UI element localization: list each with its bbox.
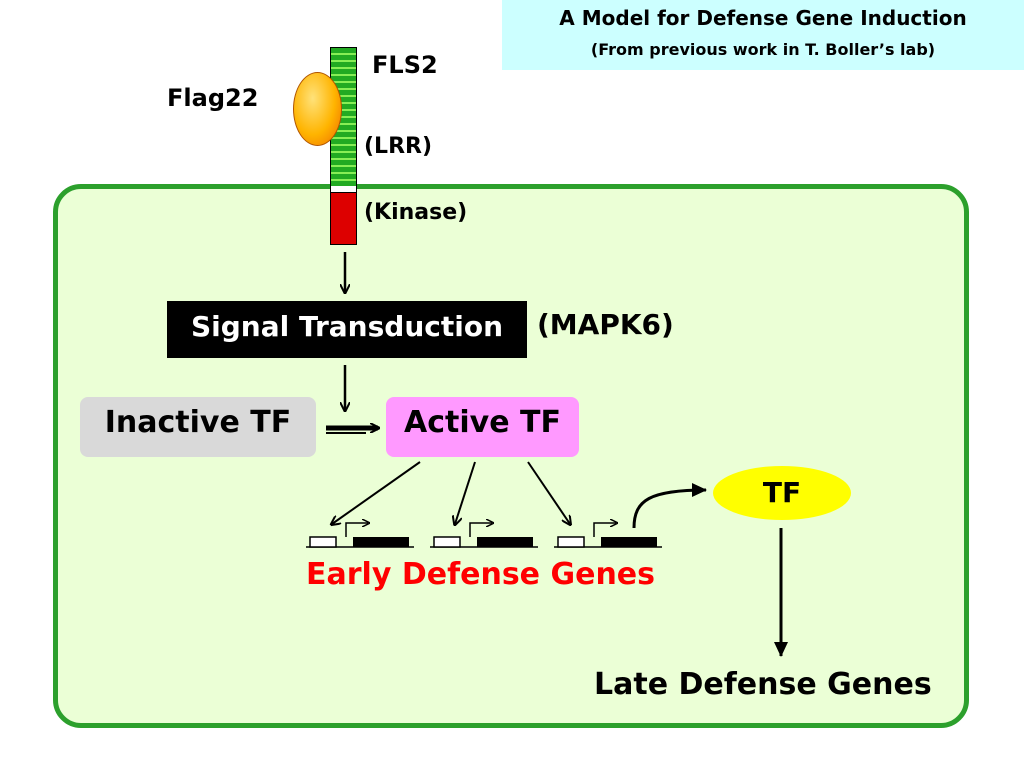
arrow-active-to-gene-2 (455, 461, 476, 524)
fls2-kinase-domain (330, 192, 357, 245)
arrow-active-to-gene-3 (527, 461, 570, 524)
diagram-title: A Model for Defense Gene Induction (559, 6, 967, 30)
active-tf-box: Active TF (386, 397, 579, 457)
flag22-label: Flag22 (167, 84, 259, 112)
active-tf-label: Active TF (404, 405, 561, 440)
tf-product-label: TF (762, 476, 802, 509)
kinase-label: (Kinase) (364, 200, 468, 225)
tf-product-oval: TF (713, 466, 851, 520)
flag22-ligand (293, 72, 342, 146)
arrow-gene-to-tf (632, 483, 707, 529)
fls2-label: FLS2 (372, 51, 438, 79)
inactive-tf-label: Inactive TF (104, 405, 292, 440)
membrane-gap (330, 186, 357, 192)
signal-transduction-label: Signal Transduction (190, 310, 504, 343)
early-gene-1 (306, 523, 414, 548)
early-defense-genes-label: Early Defense Genes (306, 557, 655, 592)
signal-transduction-box: Signal Transduction (167, 301, 527, 358)
title-box: A Model for Defense Gene Induction (From… (502, 0, 1024, 70)
diagram-subtitle: (From previous work in T. Boller’s lab) (590, 40, 936, 59)
lrr-label: (LRR) (364, 134, 433, 159)
arrow-active-to-gene-1 (332, 461, 421, 524)
inactive-tf-box: Inactive TF (80, 397, 316, 457)
mapk6-label: (MAPK6) (537, 308, 674, 341)
early-gene-2 (430, 523, 538, 548)
early-gene-3 (554, 523, 662, 548)
late-defense-genes-label: Late Defense Genes (594, 667, 932, 702)
